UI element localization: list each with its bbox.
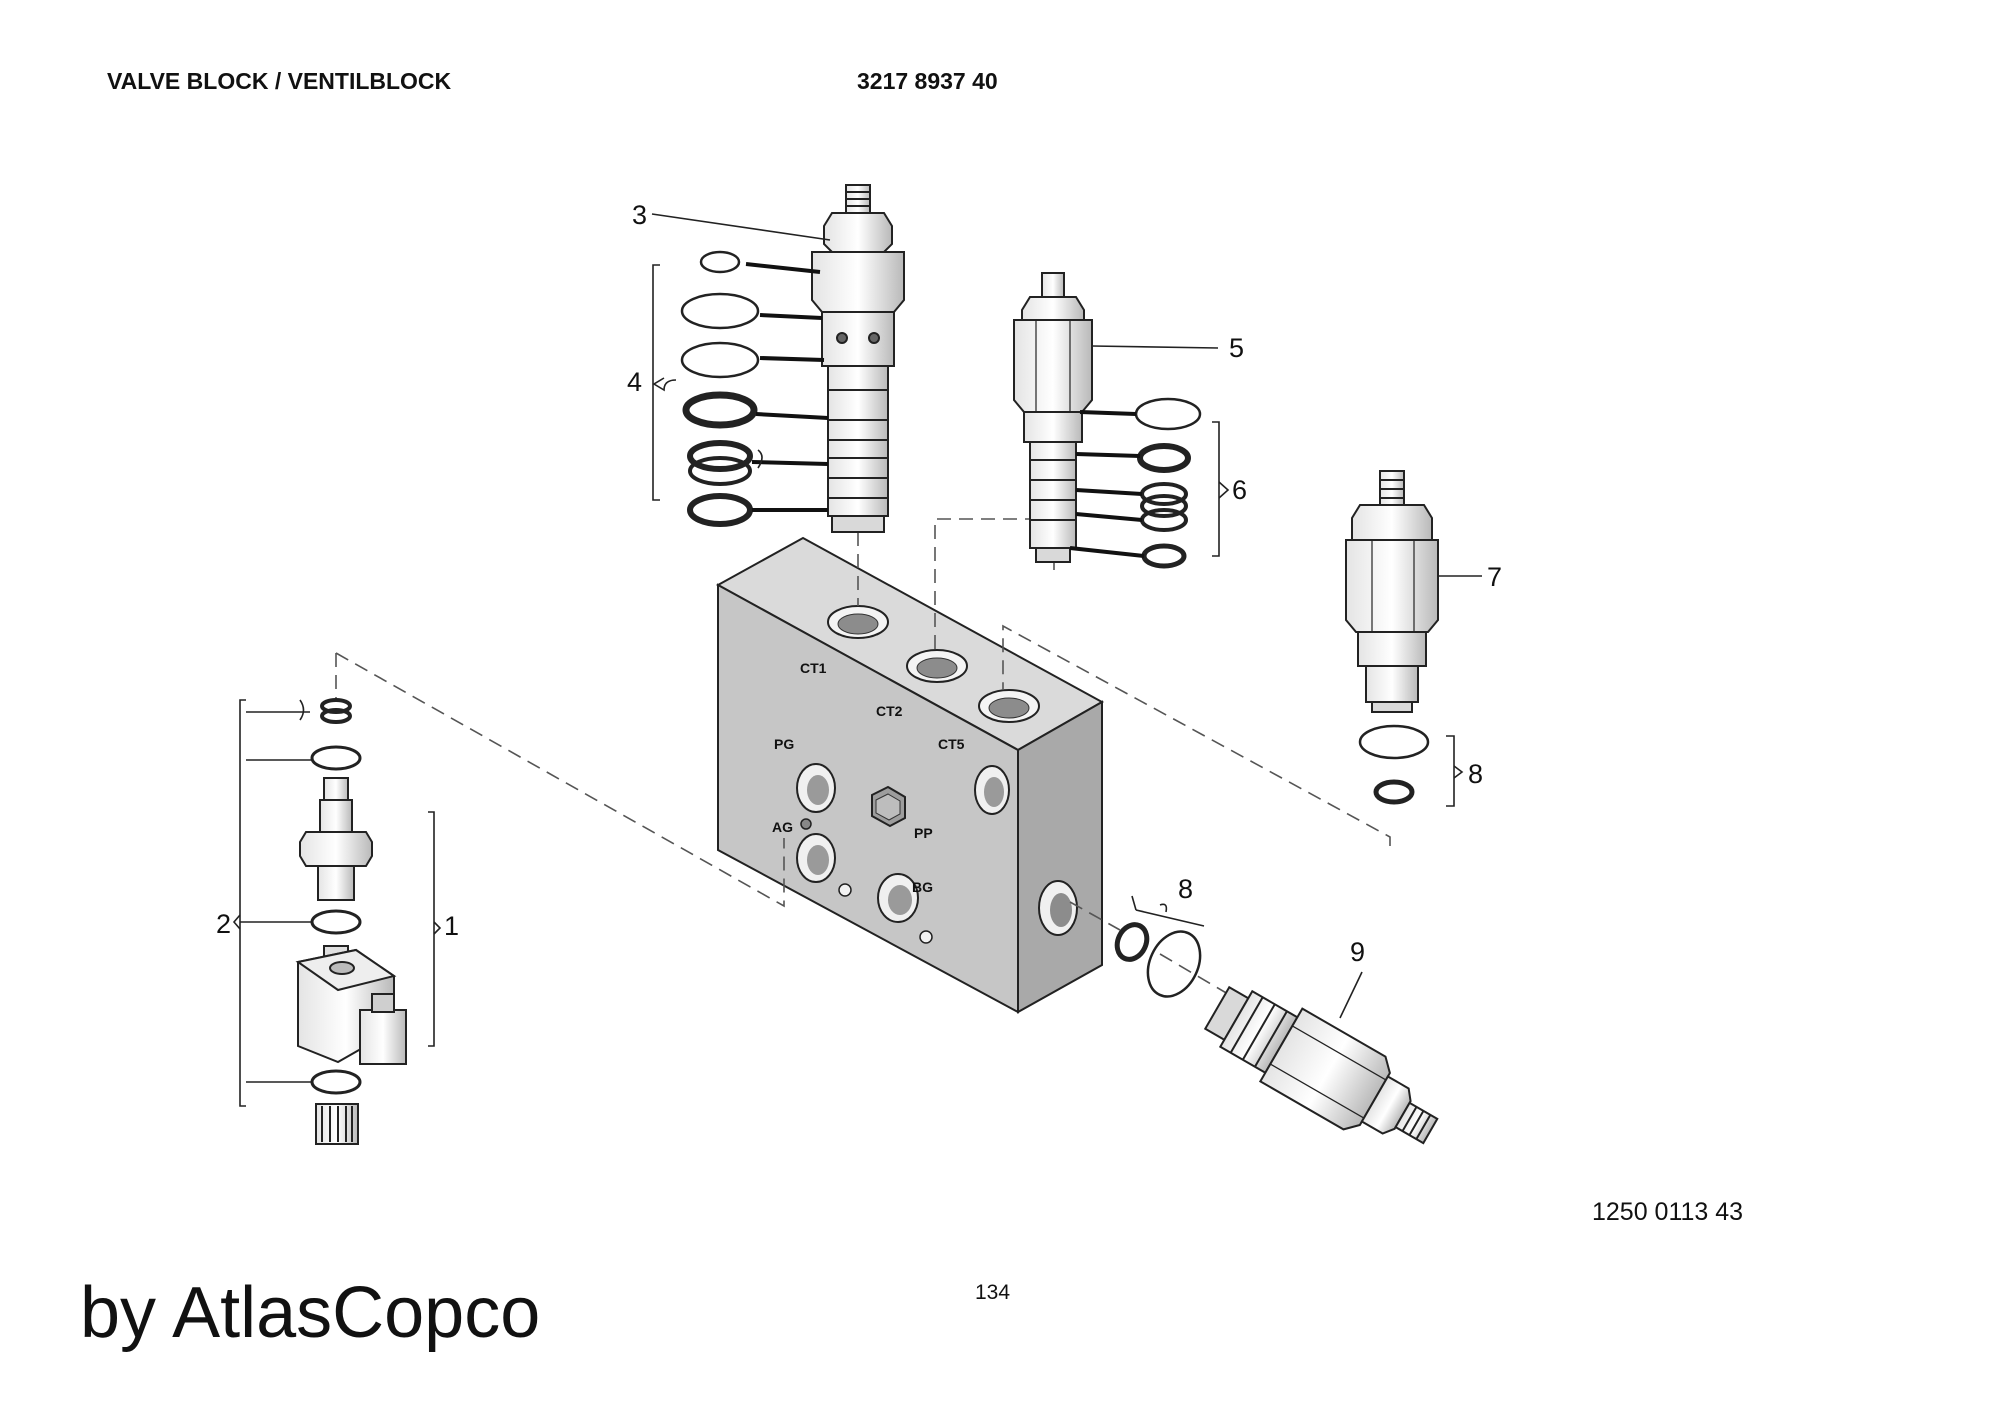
relief-valve-9 [1203, 985, 1439, 1145]
side-port-relief [1038, 880, 1078, 936]
callout-3: 3 [632, 200, 647, 230]
port-label-ag: AG [772, 819, 793, 835]
o-ring [1146, 930, 1202, 998]
seal-kit-4 [680, 250, 760, 527]
seal-ring [688, 456, 752, 486]
o-ring [1358, 724, 1430, 760]
small-port-hole [838, 883, 852, 897]
port-label-ct1: CT1 [800, 660, 827, 676]
o-ring [1134, 397, 1202, 431]
seal-leader-lines-4 [745, 262, 829, 512]
seal-ring [1140, 508, 1188, 532]
callout-1: 1 [444, 911, 459, 941]
port-hole-ct5 [978, 689, 1040, 723]
port-label-pp: PP [914, 825, 933, 841]
port-hole-ct2 [906, 649, 968, 683]
backup-ring [1137, 443, 1191, 473]
callout-8-upper: 8 [1468, 759, 1483, 789]
port-label-pg: PG [774, 736, 794, 752]
brace-4 [652, 377, 677, 392]
front-port-pg [796, 763, 836, 813]
callout-6: 6 [1232, 475, 1247, 505]
page-number: 134 [975, 1281, 1011, 1304]
drawing-number: 1250 0113 43 [1592, 1198, 1744, 1226]
leader-5 [1091, 345, 1219, 349]
seal-ring [687, 440, 753, 472]
callout-8-lower: 8 [1178, 874, 1193, 904]
port-label-ct5: CT5 [938, 736, 965, 752]
front-port-bg [877, 873, 919, 923]
cartridge-valve-3 [811, 184, 905, 533]
seal-kit-8-lower [1114, 922, 1202, 998]
seal-leader-lines-6 [1069, 410, 1145, 558]
o-ring [680, 292, 760, 330]
callout-9: 9 [1350, 937, 1365, 967]
cartridge-valve-7 [1345, 470, 1439, 713]
backup-ring [1373, 779, 1415, 805]
o-ring [680, 341, 760, 379]
seal-kit-8-upper [1358, 724, 1430, 805]
plug-pp [871, 785, 906, 828]
callout-7: 7 [1487, 562, 1502, 592]
bracket-6 [1212, 421, 1220, 557]
leader-9 [1339, 971, 1363, 1019]
port-hole-ct1 [827, 605, 889, 639]
callout-2: 2 [216, 909, 231, 939]
small-port-hole [800, 818, 812, 830]
small-port-hole [919, 930, 933, 944]
document-title: VALVE BLOCK / VENTILBLOCK [107, 68, 452, 94]
backup-ring [682, 391, 758, 429]
solenoid-valve-assembly [295, 698, 407, 1145]
leader-3 [651, 213, 831, 241]
backup-ring [1141, 543, 1187, 569]
front-port-ct5-side [974, 765, 1010, 815]
seal-kit-6 [1134, 397, 1202, 569]
valve-block-body: CT1 CT2 CT5 PG AG PP BG [715, 536, 1105, 1014]
brand-credit: by AtlasCopco [80, 1273, 541, 1353]
solenoid-brackets [232, 699, 442, 1107]
bracket-4 [652, 264, 660, 501]
backup-ring [687, 493, 753, 527]
backup-ring [1114, 922, 1150, 962]
seal-ring [1140, 494, 1188, 518]
port-label-bg: BG [912, 879, 933, 895]
callout-5: 5 [1229, 333, 1244, 363]
port-label-ct2: CT2 [876, 703, 903, 719]
assembly-part-number: 3217 8937 40 [857, 68, 998, 94]
callout-4: 4 [627, 367, 642, 397]
bracket-8-lower [1131, 895, 1205, 927]
front-port-ag [796, 833, 836, 883]
bracket-8-upper [1446, 735, 1455, 807]
o-ring [699, 250, 741, 274]
